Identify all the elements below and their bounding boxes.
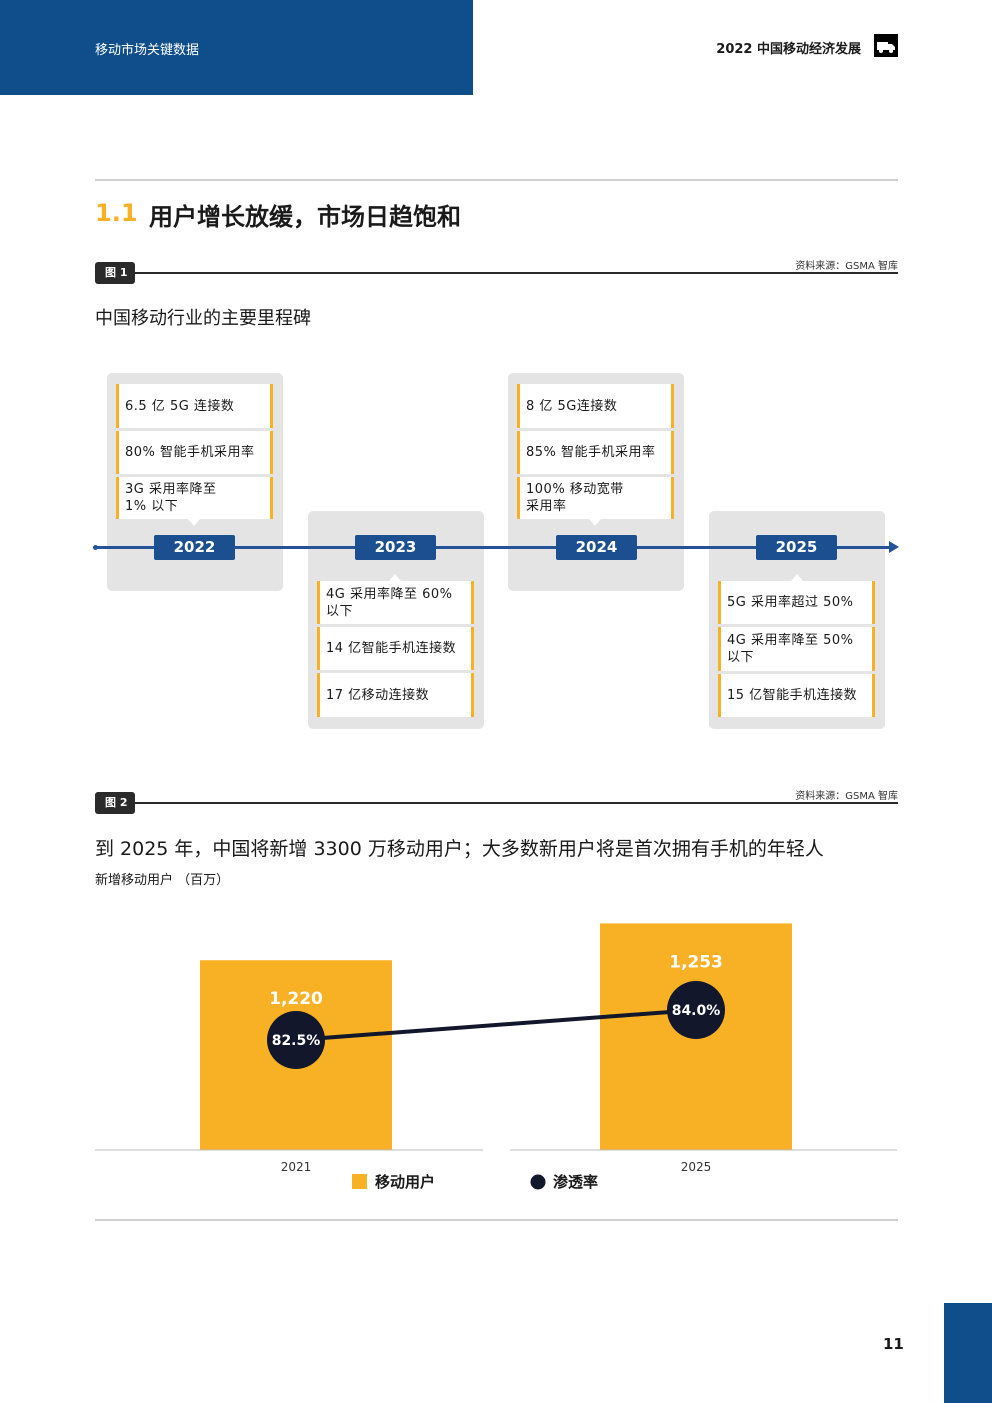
milestone-item: 100% 移动宽带 采用率 xyxy=(517,477,674,519)
timeline-arrow-icon xyxy=(889,541,899,553)
timeline-axis xyxy=(95,546,893,549)
legend-swatch-line xyxy=(530,1174,546,1190)
bar-value-label: 1,253 xyxy=(669,952,723,972)
figure1-title: 中国移动行业的主要里程碑 xyxy=(95,308,311,329)
milestone-item: 85% 智能手机采用率 xyxy=(517,431,674,474)
header-report-title: 2022 中国移动经济发展 xyxy=(716,42,861,57)
truck-icon xyxy=(874,34,898,57)
penetration-point xyxy=(267,1011,325,1069)
figure1-tag: 图 1 xyxy=(95,262,135,284)
figure1-rule xyxy=(130,272,898,274)
milestone-item: 14 亿智能手机连接数 xyxy=(317,627,474,670)
timeline-year-2025: 2025 xyxy=(756,535,837,560)
penetration-value-label: 84.0% xyxy=(672,1003,721,1019)
callout-notch xyxy=(389,574,401,581)
milestone-item: 4G 采用率降至 60% 以下 xyxy=(317,581,474,624)
legend-label-line: 渗透率 xyxy=(553,1173,598,1191)
penetration-line xyxy=(295,1008,697,1042)
section-top-rule xyxy=(95,179,898,181)
figure1-source: 资料来源：GSMA 智库 xyxy=(795,261,898,272)
section-title: 用户增长放缓，市场日趋饱和 xyxy=(149,203,461,231)
bar-value-label: 1,220 xyxy=(269,989,323,1009)
page-number: 11 xyxy=(883,1335,904,1353)
x-tick-label: 2021 xyxy=(281,1160,312,1174)
figure2-title: 到 2025 年，中国将新增 3300 万移动用户；大多数新用户将是首次拥有手机… xyxy=(95,838,824,860)
penetration-value-label: 82.5% xyxy=(272,1033,321,1049)
legend-swatch-bar xyxy=(352,1174,367,1189)
milestone-item: 17 亿移动连接数 xyxy=(317,673,474,717)
callout-notch xyxy=(589,519,601,526)
callout-notch xyxy=(188,519,200,526)
header-band xyxy=(0,0,473,95)
figure2-source: 资料来源：GSMA 智库 xyxy=(795,791,898,802)
subscribers-chart: 1,220 2021 1,253 2025 82.5% 84.0% 移动用户 渗透率 xyxy=(95,923,897,1191)
callout-notch xyxy=(791,574,803,581)
milestone-item: 15 亿智能手机连接数 xyxy=(718,674,875,717)
section-bottom-rule xyxy=(95,1219,898,1221)
legend-label-bar: 移动用户 xyxy=(375,1173,435,1191)
milestone-item: 8 亿 5G连接数 xyxy=(517,384,674,428)
figure2-tag: 图 2 xyxy=(95,792,135,814)
figure2-rule xyxy=(130,802,898,804)
section-number: 1.1 xyxy=(95,199,138,227)
x-tick-label: 2025 xyxy=(681,1160,712,1174)
timeline-start-dot xyxy=(93,545,98,550)
milestone-item: 6.5 亿 5G 连接数 xyxy=(116,384,273,428)
timeline-year-2023: 2023 xyxy=(355,535,436,560)
page-tab-band xyxy=(944,1303,992,1403)
milestone-item: 4G 采用率降至 50% 以下 xyxy=(718,627,875,671)
figure2-subtitle: 新增移动用户 （百万） xyxy=(95,873,230,888)
milestone-item: 80% 智能手机采用率 xyxy=(116,431,273,474)
milestone-item: 3G 采用率降至 1% 以下 xyxy=(116,477,273,519)
milestone-item: 5G 采用率超过 50% xyxy=(718,581,875,624)
timeline-year-2022: 2022 xyxy=(154,535,235,560)
header-section-label: 移动市场关键数据 xyxy=(95,43,200,58)
timeline-year-2024: 2024 xyxy=(556,535,637,560)
penetration-point xyxy=(667,981,725,1039)
